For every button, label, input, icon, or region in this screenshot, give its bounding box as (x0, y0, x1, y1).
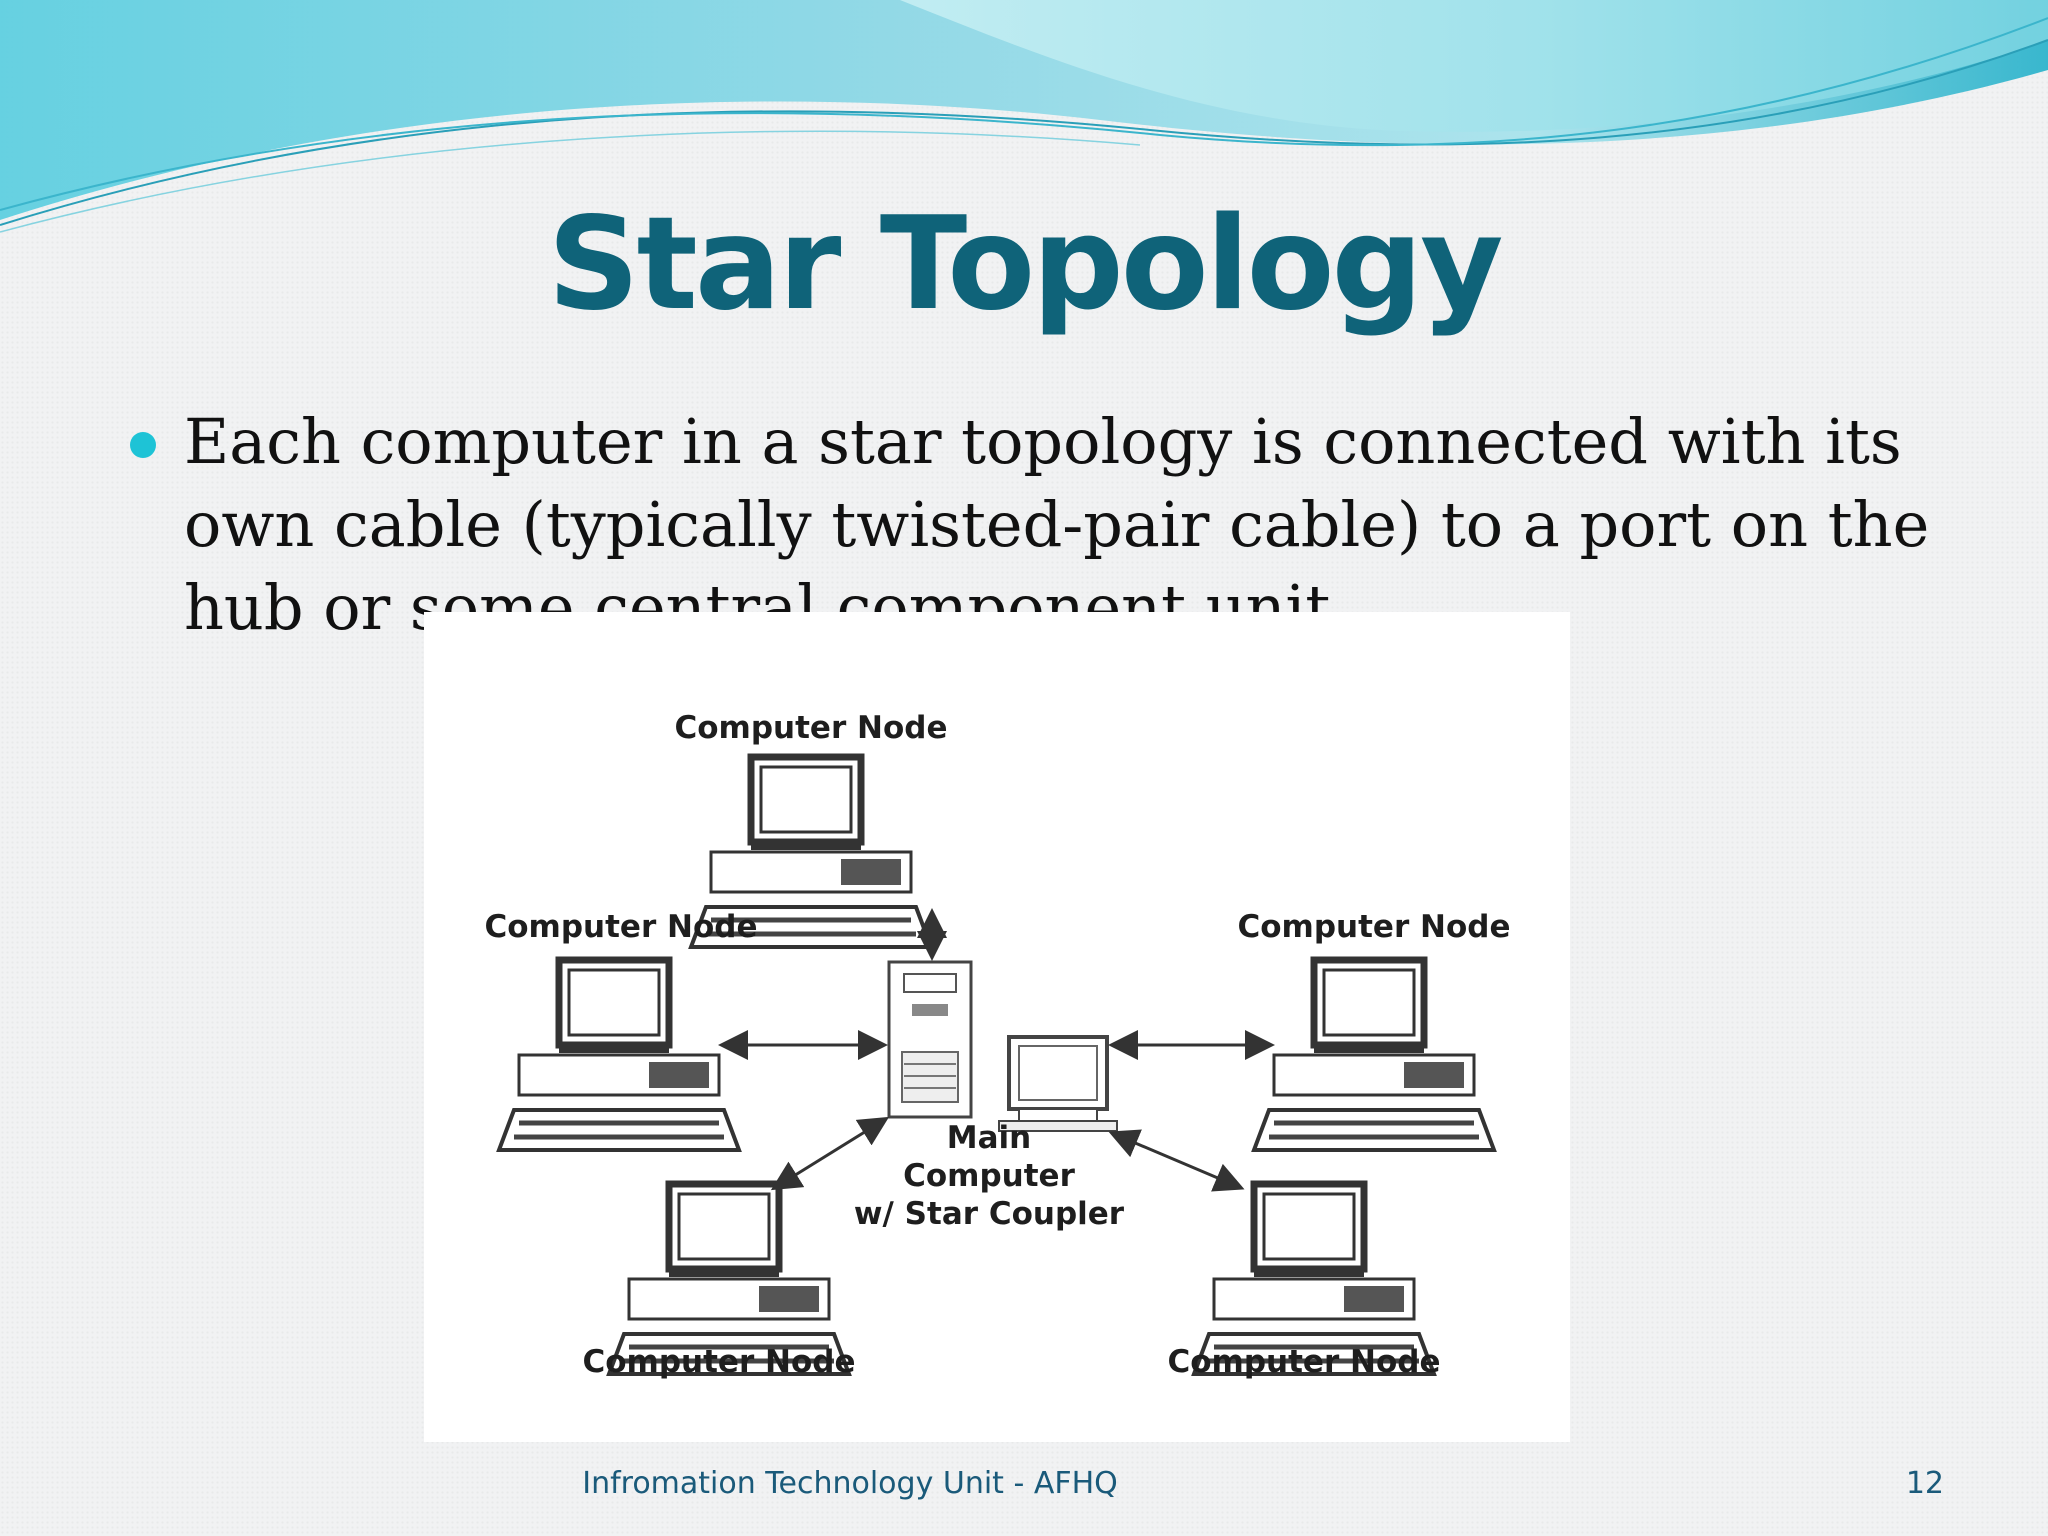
computer-node-bottom-left: Computer Node (583, 1184, 856, 1380)
bullet-dot-icon (130, 432, 156, 458)
node-label-bottom-left: Computer Node (583, 1344, 856, 1380)
footer-text: Infromation Technology Unit - AFHQ (582, 1466, 1118, 1501)
node-label-bottom-right: Computer Node (1168, 1344, 1441, 1380)
node-label-right: Computer Node (1238, 909, 1511, 945)
page-number: 12 (1905, 1466, 1944, 1501)
computer-node-right: Computer Node (1238, 909, 1511, 1150)
star-coupler-monitor-icon (998, 1035, 1118, 1132)
star-topology-diagram: Computer Node Computer Node Computer Nod… (424, 612, 1570, 1442)
header-wave-decoration (0, 0, 2048, 233)
main-computer-tower-icon (887, 960, 973, 1119)
node-label-left: Computer Node (485, 909, 758, 945)
computer-icon (1254, 960, 1494, 1150)
arrow-bottom-right (1108, 1129, 1245, 1192)
computer-node-left: Computer Node (485, 909, 758, 1150)
computer-node-top: Computer Node (675, 710, 948, 947)
center-label-line-2: Computer (903, 1158, 1075, 1194)
center-label-line-3: w/ Star Coupler (854, 1196, 1125, 1232)
diagram-canvas: Computer Node Computer Node Computer Nod… (485, 710, 1511, 1380)
connection-arrows (718, 908, 1275, 1192)
computer-node-bottom-right: Computer Node (1168, 1184, 1441, 1380)
slide-title: Star Topology (547, 190, 1503, 339)
arrow-bottom-left (770, 1116, 890, 1191)
computer-icon (499, 960, 739, 1150)
node-label-top: Computer Node (675, 710, 948, 746)
center-label-line-1: Main (947, 1120, 1031, 1156)
